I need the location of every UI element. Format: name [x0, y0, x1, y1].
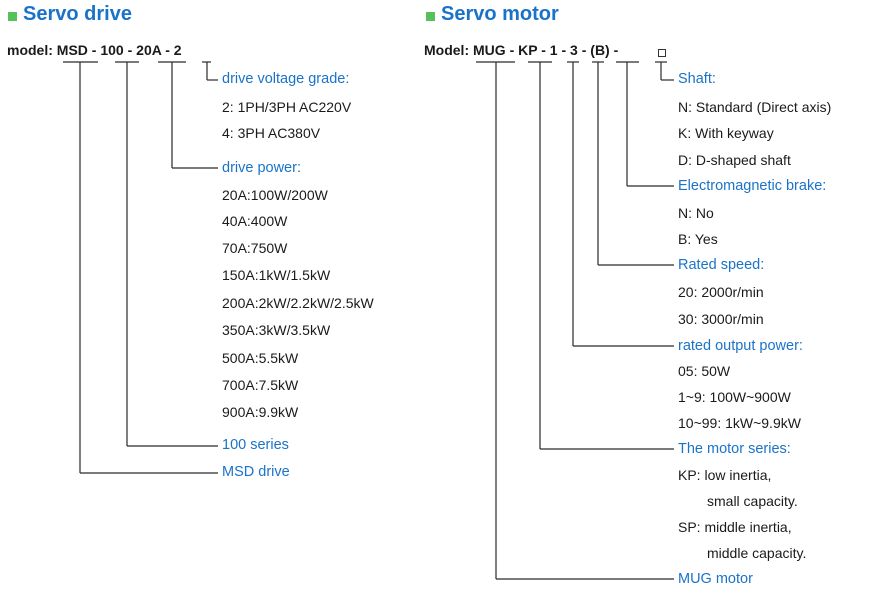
- motor-series-item: KP: low inertia,: [678, 467, 772, 483]
- motor-power-item: 1~9: 100W~900W: [678, 389, 791, 405]
- drive-model-code: model: MSD - 100 - 20A - 2: [7, 42, 182, 58]
- drive-power-item: 150A:1kW/1.5kW: [222, 267, 331, 283]
- motor-shaft-item: K: With keyway: [678, 125, 774, 141]
- motor-part-brake: (B): [590, 42, 610, 58]
- motor-model-code: Model: MUG - KP - 1 - 3 - (B) -: [424, 42, 618, 58]
- motor-dash: -: [541, 42, 546, 58]
- drive-power-item: 200A:2kW/2.2kW/2.5kW: [222, 295, 374, 311]
- shaft-placeholder-box: [658, 49, 666, 57]
- motor-speed-item: 20: 2000r/min: [678, 284, 764, 300]
- motor-power-item: 10~99: 1kW~9.9kW: [678, 415, 801, 431]
- motor-section-title: Servo motor: [441, 3, 559, 25]
- drive-power-item: 350A:3kW/3.5kW: [222, 322, 331, 338]
- drive-part-power: 20A: [136, 42, 162, 58]
- drive-voltage-item: 4: 3PH AC380V: [222, 125, 321, 141]
- section-bullet-icon: [8, 12, 17, 21]
- motor-dash: -: [581, 42, 587, 58]
- motor-part-series: KP: [518, 42, 538, 58]
- motor-dash: -: [509, 42, 515, 58]
- motor-part-power: 1: [549, 42, 558, 58]
- drive-power-header: drive power:: [222, 160, 301, 176]
- motor-brake-item: N: No: [678, 205, 714, 221]
- motor-shaft-header: Shaft:: [678, 71, 716, 87]
- drive-dash: -: [165, 42, 170, 58]
- drive-power-item: 700A:7.5kW: [222, 377, 299, 393]
- motor-dash: -: [561, 42, 567, 58]
- drive-model-prefix: model:: [7, 42, 53, 58]
- motor-speed-item: 30: 3000r/min: [678, 311, 764, 327]
- drive-msd-header: MSD drive: [222, 464, 290, 480]
- drive-voltage-item: 2: 1PH/3PH AC220V: [222, 99, 352, 115]
- motor-model-prefix: Model:: [424, 42, 470, 58]
- drive-section-title: Servo drive: [23, 3, 132, 25]
- motor-shaft-item: N: Standard (Direct axis): [678, 99, 832, 115]
- drive-voltage-header: drive voltage grade:: [222, 71, 350, 87]
- motor-series-item: small capacity.: [707, 493, 798, 509]
- motor-dash: -: [613, 42, 619, 58]
- drive-series-header: 100 series: [222, 437, 289, 453]
- motor-brake-item: B: Yes: [678, 231, 718, 247]
- motor-power-item: 05: 50W: [678, 363, 731, 379]
- drive-power-item: 70A:750W: [222, 240, 288, 256]
- drive-part-voltage: 2: [173, 42, 182, 58]
- motor-part-mug: MUG: [473, 42, 506, 58]
- drive-power-item: 20A:100W/200W: [222, 187, 328, 203]
- section-bullet-icon: [426, 12, 435, 21]
- motor-series-header: The motor series:: [678, 441, 791, 457]
- motor-speed-header: Rated speed:: [678, 257, 765, 273]
- drive-part-msd: MSD: [56, 42, 88, 58]
- drive-power-item: 900A:9.9kW: [222, 404, 299, 420]
- drive-power-item: 40A:400W: [222, 213, 288, 229]
- drive-part-series: 100: [100, 42, 124, 58]
- motor-mug-header: MUG motor: [678, 571, 753, 587]
- motor-series-item: SP: middle inertia,: [678, 519, 792, 535]
- motor-power-header: rated output power:: [678, 338, 803, 354]
- motor-series-item: middle capacity.: [707, 545, 807, 561]
- drive-dash: -: [127, 42, 133, 58]
- motor-shaft-item: D: D-shaped shaft: [678, 152, 791, 168]
- motor-brake-header: Electromagnetic brake:: [678, 178, 827, 194]
- drive-power-item: 500A:5.5kW: [222, 350, 299, 366]
- drive-dash: -: [91, 42, 97, 58]
- motor-part-speed: 3: [570, 42, 578, 58]
